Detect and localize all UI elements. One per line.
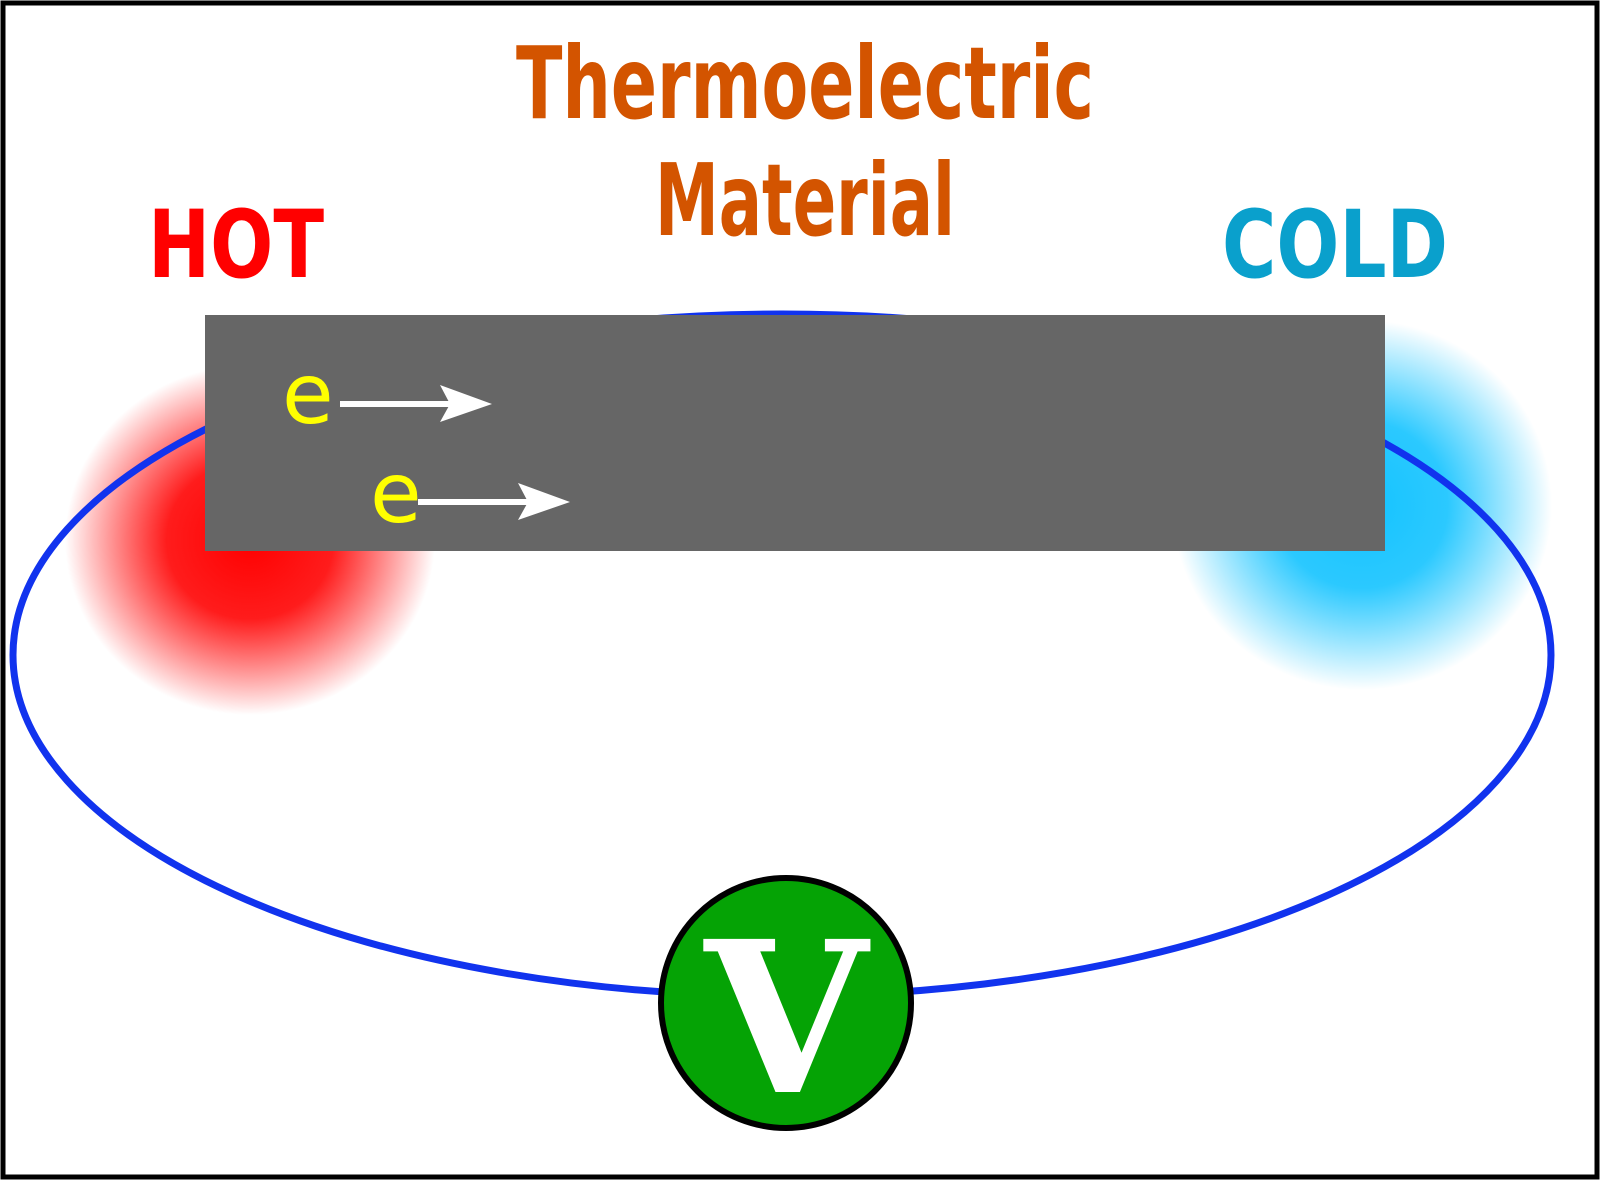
voltmeter-circle (658, 875, 914, 1131)
diagram-title-line2: Material (655, 142, 955, 259)
electron-1: e (282, 345, 492, 443)
diagram-title-line1: Thermoelectric (516, 25, 1094, 142)
electron-2: e (370, 444, 570, 542)
thermoelectric-bar (205, 315, 1385, 551)
voltmeter-label: V (703, 895, 871, 1142)
electron-1-label: e (282, 345, 334, 443)
electron-2-label: e (370, 444, 422, 542)
cold-label: COLD (1222, 191, 1448, 300)
right-arrow-icon (340, 385, 492, 422)
right-arrow-icon (418, 483, 570, 520)
voltmeter: V (658, 875, 914, 1142)
hot-label: HOT (148, 191, 324, 300)
